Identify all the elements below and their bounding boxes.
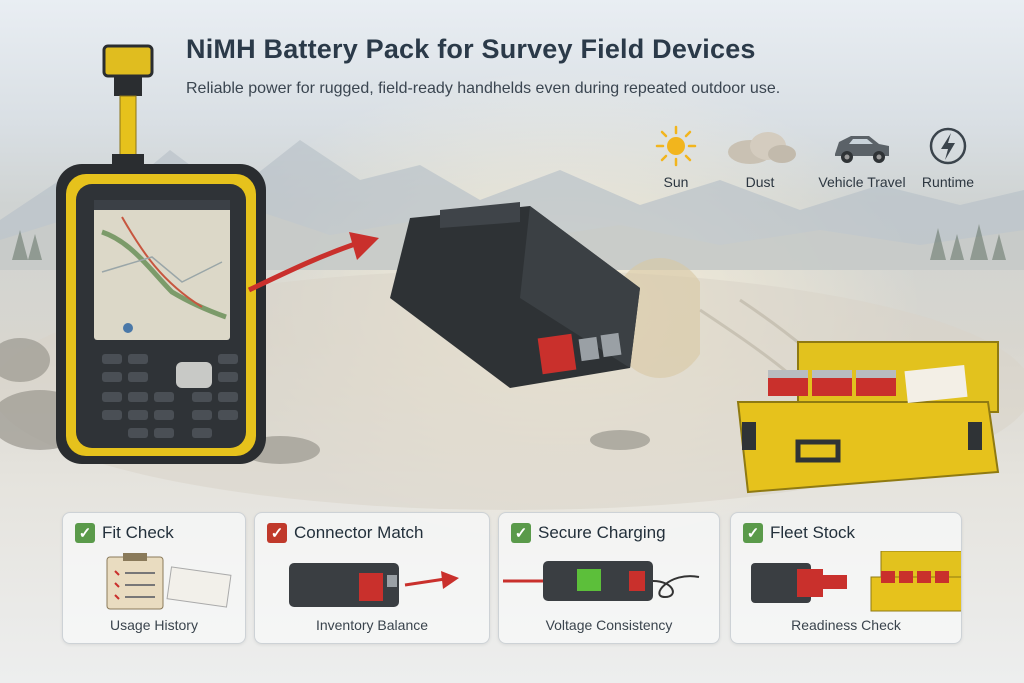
check-icon: ✓ (743, 523, 763, 543)
card-fleet-stock: ✓ Fleet Stock Readiness Check (730, 512, 962, 644)
check-icon: ✓ (267, 523, 287, 543)
charging-battery-icon (503, 561, 700, 601)
condition-vehicle: Vehicle Travel (812, 124, 912, 190)
check-icon: ✓ (75, 523, 95, 543)
battery-pack (390, 202, 700, 388)
check-icon: ✓ (511, 523, 531, 543)
battery-case-icon (751, 551, 961, 612)
clipboard-icon (106, 553, 232, 610)
card-title: Secure Charging (538, 523, 666, 542)
condition-dust: Dust (710, 124, 810, 190)
vehicle-icon (835, 136, 889, 163)
battery-connector-icon (289, 563, 459, 607)
condition-label: Runtime (921, 174, 975, 190)
card-caption: Voltage Consistency (545, 617, 673, 633)
page-title: NiMH Battery Pack for Survey Field Devic… (186, 34, 756, 64)
condition-runtime: Runtime (898, 124, 998, 190)
card-fit-check: ✓ Fit Check Usage History (62, 512, 246, 644)
battery-storage-case (736, 341, 1000, 494)
condition-label: Sun (663, 174, 689, 190)
card-secure-charging: ✓ Secure Charging Voltage Consistency (498, 512, 720, 644)
condition-sun: Sun (626, 124, 726, 190)
sun-icon (655, 125, 697, 167)
page-subtitle: Reliable power for rugged, field-ready h… (186, 80, 781, 97)
card-title: Fit Check (102, 523, 174, 542)
card-title: Connector Match (294, 523, 424, 542)
card-connector-match: ✓ Connector Match Inventory Balance (254, 512, 490, 644)
card-caption: Usage History (110, 617, 198, 633)
dust-cloud-icon (728, 132, 796, 164)
card-caption: Inventory Balance (315, 617, 429, 633)
card-title: Fleet Stock (770, 523, 856, 542)
condition-label: Vehicle Travel (818, 174, 906, 190)
device-screen (94, 200, 230, 340)
condition-label: Dust (745, 174, 775, 190)
arrow-to-battery (247, 232, 379, 293)
handheld-survey-device (56, 44, 266, 464)
card-caption: Readiness Check (791, 617, 901, 633)
lightning-icon (929, 127, 967, 165)
